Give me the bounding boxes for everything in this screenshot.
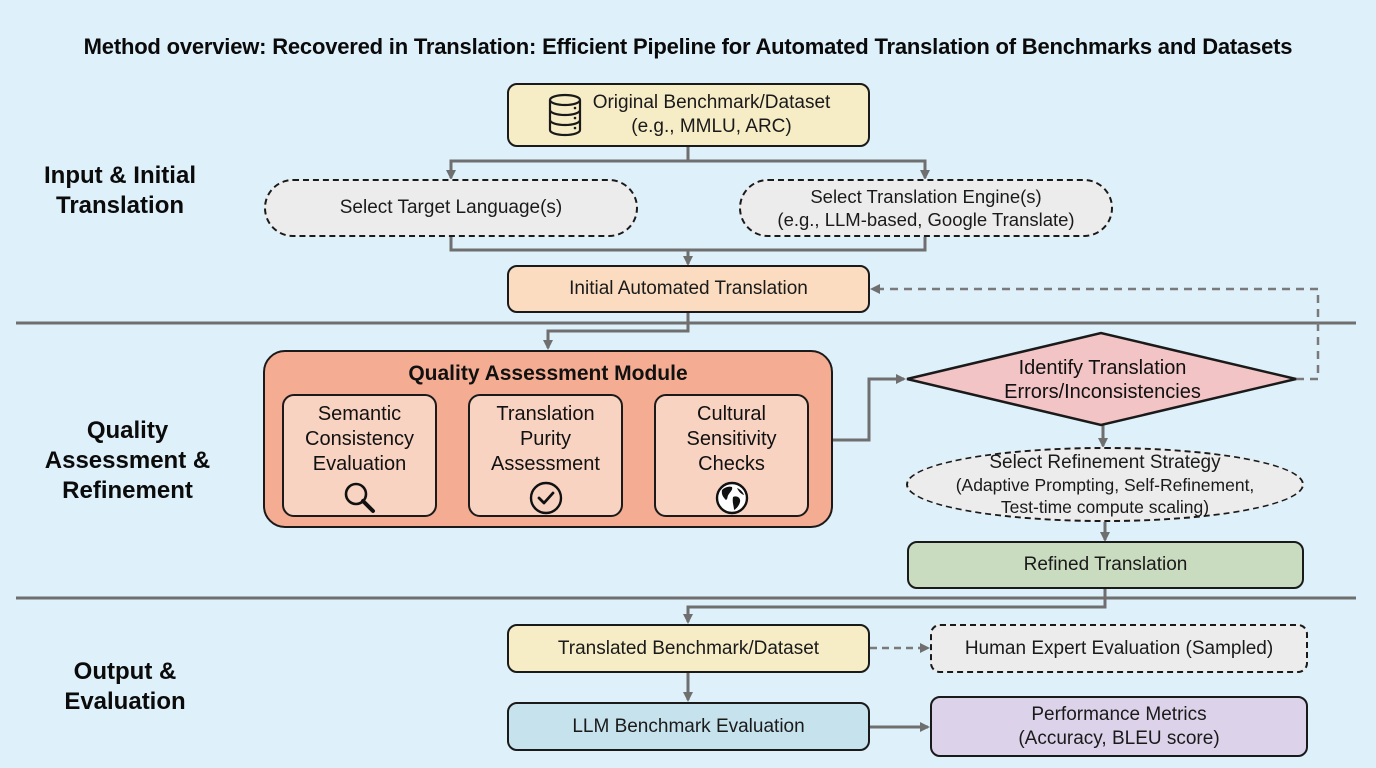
section-label-line: Refinement (62, 477, 193, 504)
node-text: LLM Benchmark Evaluation (572, 715, 805, 737)
performance-metrics-node[interactable]: Performance Metrics (Accuracy, BLEU scor… (930, 696, 1308, 757)
node-text: Select Target Language(s) (339, 197, 563, 218)
arrow-initial-to-qam (543, 313, 690, 350)
section-label-line: Input & Initial (44, 162, 196, 189)
section-label-line: Translation (55, 192, 185, 219)
translation-purity-step[interactable]: Translation Purity Assessment (468, 394, 623, 517)
magnifier-icon (344, 482, 375, 513)
arrow-original-to-engine (688, 159, 930, 180)
arrow-qam-to-identify (833, 374, 906, 442)
llm-benchmark-evaluation-node[interactable]: LLM Benchmark Evaluation (507, 702, 870, 751)
initial-translation-node[interactable]: Initial Automated Translation (507, 265, 870, 313)
section-label-output: Output & Evaluation (20, 657, 230, 717)
node-text: Initial Automated Translation (569, 278, 808, 299)
node-text: Select Translation Engine(s) (810, 186, 1042, 207)
node-text: Performance Metrics (1031, 703, 1207, 725)
node-text: Original Benchmark/Dataset (592, 92, 831, 113)
node-text: (e.g., LLM-based, Google Translate) (777, 209, 1075, 230)
node-text: (e.g., MMLU, ARC) (631, 116, 792, 137)
section-label-line: Quality (86, 417, 169, 444)
section-label-quality: Quality Assessment & Refinement (20, 416, 235, 506)
node-text: (Adaptive Prompting, Self-Refinement, (955, 474, 1255, 495)
step-text: Assessment (491, 453, 600, 475)
arrow-original-to-language (446, 147, 690, 180)
node-text: Test-time compute scaling) (1000, 496, 1210, 517)
node-text: (Accuracy, BLEU score) (1018, 727, 1220, 749)
module-title: Quality Assessment Module (408, 362, 688, 385)
select-refinement-strategy-node[interactable]: Select Refinement Strategy (Adaptive Pro… (906, 447, 1304, 522)
identify-errors-diamond[interactable] (906, 331, 1297, 427)
step-text: Purity (519, 428, 572, 450)
database-icon (548, 93, 581, 137)
refined-translation-node[interactable]: Refined Translation (907, 541, 1304, 589)
node-text: Refined Translation (1023, 554, 1188, 575)
original-dataset-node[interactable]: Original Benchmark/Dataset (e.g., MMLU, … (507, 83, 870, 147)
step-text: Sensitivity (686, 428, 777, 450)
step-text: Cultural (697, 403, 766, 425)
section-label-line: Assessment & (44, 447, 211, 474)
page-title: Method overview: Recovered in Translatio… (83, 34, 1293, 59)
node-text: Human Expert Evaluation (Sampled) (964, 637, 1274, 659)
select-translation-engine-node[interactable]: Select Translation Engine(s) (e.g., LLM-… (739, 179, 1113, 237)
section-label-line: Output & (73, 658, 177, 685)
check-circle-icon (529, 481, 562, 515)
select-target-language-node[interactable]: Select Target Language(s) (264, 179, 638, 237)
node-text: Identify Translation (1018, 357, 1187, 379)
identify-errors-label: Identify Translation Errors/Inconsistenc… (960, 354, 1245, 406)
semantic-consistency-step[interactable]: Semantic Consistency Evaluation (282, 394, 437, 517)
cultural-sensitivity-step[interactable]: Cultural Sensitivity Checks (654, 394, 809, 517)
step-text: Consistency (305, 428, 414, 450)
node-text: Select Refinement Strategy (989, 451, 1221, 473)
arrow-merge-to-initial (449, 236, 927, 252)
step-text: Evaluation (312, 453, 407, 475)
arrow-refined-to-translated (683, 588, 1107, 624)
step-text: Checks (698, 453, 765, 475)
section-label-line: Evaluation (64, 688, 186, 715)
human-expert-evaluation-node[interactable]: Human Expert Evaluation (Sampled) (930, 624, 1308, 673)
node-text: Translated Benchmark/Dataset (557, 637, 820, 659)
section-label-input: Input & Initial Translation (20, 161, 220, 221)
step-text: Semantic (317, 403, 402, 425)
globe-icon (715, 481, 748, 515)
translated-dataset-node[interactable]: Translated Benchmark/Dataset (507, 624, 870, 673)
step-text: Translation (496, 403, 595, 425)
node-text: Errors/Inconsistencies (1004, 381, 1201, 403)
